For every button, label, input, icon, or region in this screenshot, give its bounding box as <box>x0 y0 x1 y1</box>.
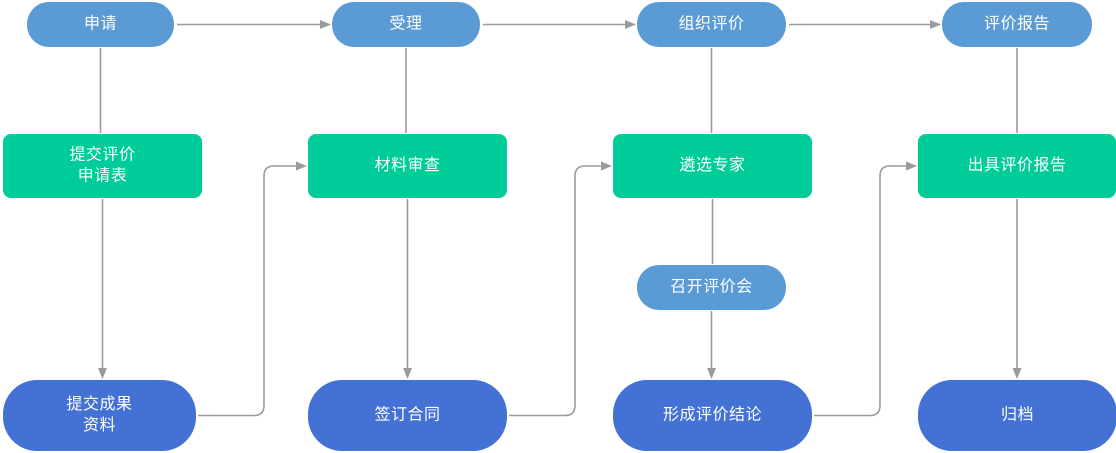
node-shape-n12[interactable] <box>613 380 812 451</box>
connector-n8-to-n13 <box>1012 199 1022 379</box>
connector-n3-to-n4 <box>789 20 941 29</box>
node-shape-n8[interactable] <box>918 134 1116 198</box>
node-n5[interactable]: 提交评价申请表 <box>3 134 202 198</box>
connector-n5-to-n10 <box>98 199 107 379</box>
node-n9[interactable]: 召开评价会 <box>637 265 786 310</box>
node-n12[interactable]: 形成评价结论 <box>613 380 812 451</box>
node-shape-n13[interactable] <box>918 380 1116 451</box>
node-shape-n11[interactable] <box>308 380 507 451</box>
connector-n2-to-n3 <box>483 20 636 29</box>
node-n11[interactable]: 签订合同 <box>308 380 507 451</box>
node-n7[interactable]: 遴选专家 <box>613 134 812 198</box>
connector-n9-to-n12 <box>707 311 716 379</box>
node-shape-n10[interactable] <box>3 380 196 451</box>
node-n13[interactable]: 归档 <box>918 380 1116 451</box>
connector-n6-to-n11 <box>403 199 412 379</box>
connector-n1-to-n2 <box>177 20 331 29</box>
node-shape-n4[interactable] <box>942 2 1092 47</box>
node-n4[interactable]: 评价报告 <box>942 2 1092 47</box>
connector-n10-to-n6 <box>198 161 307 417</box>
connector-n11-to-n7 <box>509 161 612 417</box>
node-n2[interactable]: 受理 <box>332 2 480 47</box>
node-shape-n1[interactable] <box>27 2 174 47</box>
node-n1[interactable]: 申请 <box>27 2 174 47</box>
node-shape-n7[interactable] <box>613 134 812 198</box>
node-n10[interactable]: 提交成果资料 <box>3 380 196 451</box>
connector-layer <box>98 20 1022 417</box>
node-shape-n6[interactable] <box>308 134 507 198</box>
node-shape-n9[interactable] <box>637 265 786 310</box>
connector-n12-to-n8 <box>814 161 917 417</box>
node-shape-n2[interactable] <box>332 2 480 47</box>
node-n8[interactable]: 出具评价报告 <box>918 134 1116 198</box>
node-shape-n3[interactable] <box>637 2 786 47</box>
node-shape-n5[interactable] <box>3 134 202 198</box>
node-n6[interactable]: 材料审查 <box>308 134 507 198</box>
node-n3[interactable]: 组织评价 <box>637 2 786 47</box>
